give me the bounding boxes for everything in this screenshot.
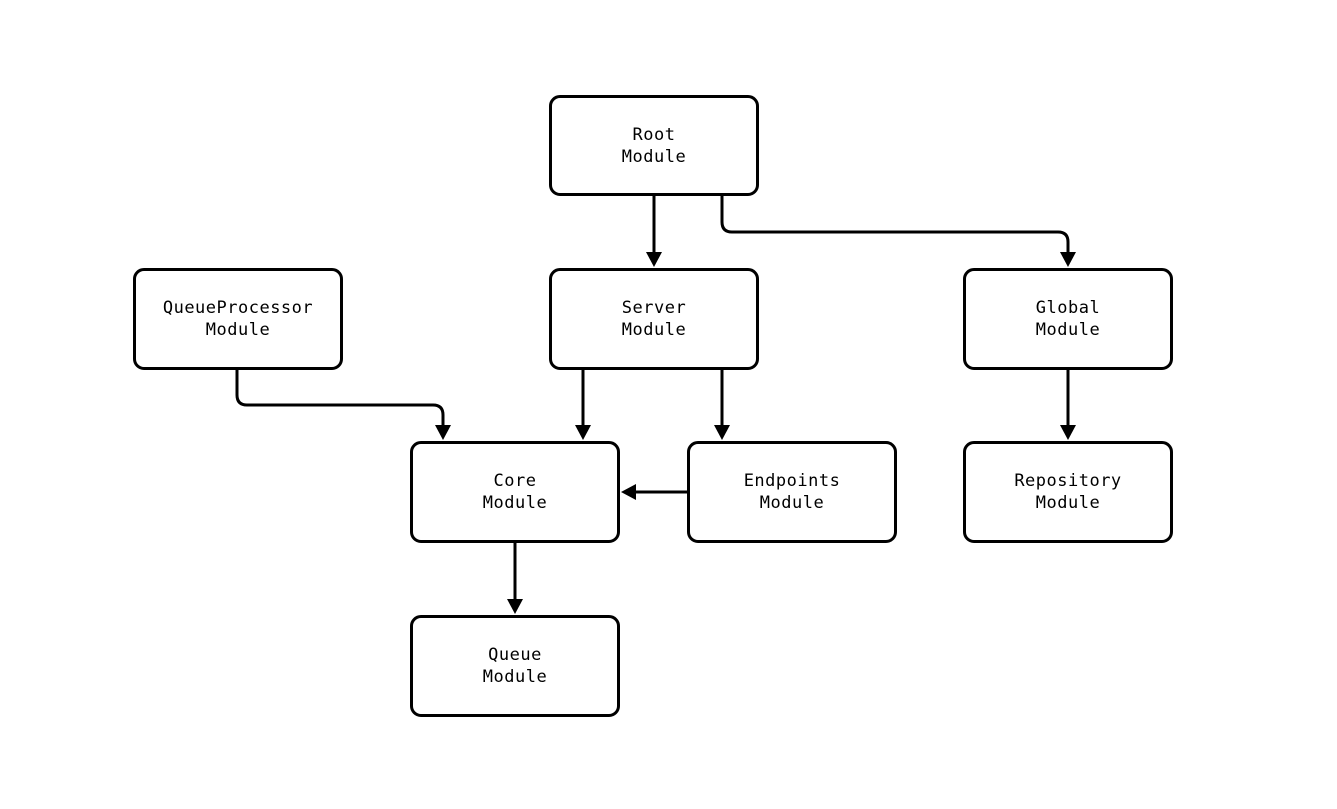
node-repository-label-line1: Repository [1014,471,1122,491]
node-endpoints[interactable]: Endpoints Module [687,441,897,543]
node-repository-label-line2: Module [1035,493,1101,513]
node-core-label-line2: Module [482,493,548,513]
node-root-label-line2: Module [621,146,687,167]
node-server[interactable]: Server Module [549,268,759,370]
node-endpoints-label-line1: Endpoints [743,471,841,491]
node-queueprocessor-label-line2: Module [205,320,271,340]
node-queueprocessor[interactable]: QueueProcessor Module [133,268,343,370]
arrowhead-server-to-core [575,425,591,440]
node-endpoints-label-line2: Module [759,493,825,513]
node-global-label-line2: Module [1035,320,1101,340]
arrowhead-root-to-global [1060,252,1076,267]
arrowhead-root-to-server [646,252,662,267]
node-queue[interactable]: Queue Module [410,615,620,717]
arrowhead-global-to-repository [1060,425,1076,440]
arrowhead-queueprocessor-to-core [435,425,451,440]
arrowhead-server-to-endpoints [714,425,730,440]
node-server-label-line2: Module [621,320,687,340]
node-queue-label-line2: Module [482,667,548,687]
edge-root-to-global [720,196,1070,253]
node-server-label-line1: Server [621,298,687,318]
node-global-label-line1: Global [1035,298,1101,318]
node-root-label-line1: Root [632,124,676,145]
node-repository[interactable]: Repository Module [963,441,1173,543]
node-core[interactable]: Core Module [410,441,620,543]
node-queueprocessor-label-line1: QueueProcessor [162,298,314,318]
arrowhead-core-to-queue [507,599,523,614]
node-root[interactable]: Root Module [549,95,759,196]
edge-queueprocessor-to-core [235,370,445,426]
arrowhead-endpoints-to-core [621,484,636,500]
node-global[interactable]: Global Module [963,268,1173,370]
node-core-label-line1: Core [493,471,537,491]
node-queue-label-line1: Queue [488,645,542,665]
